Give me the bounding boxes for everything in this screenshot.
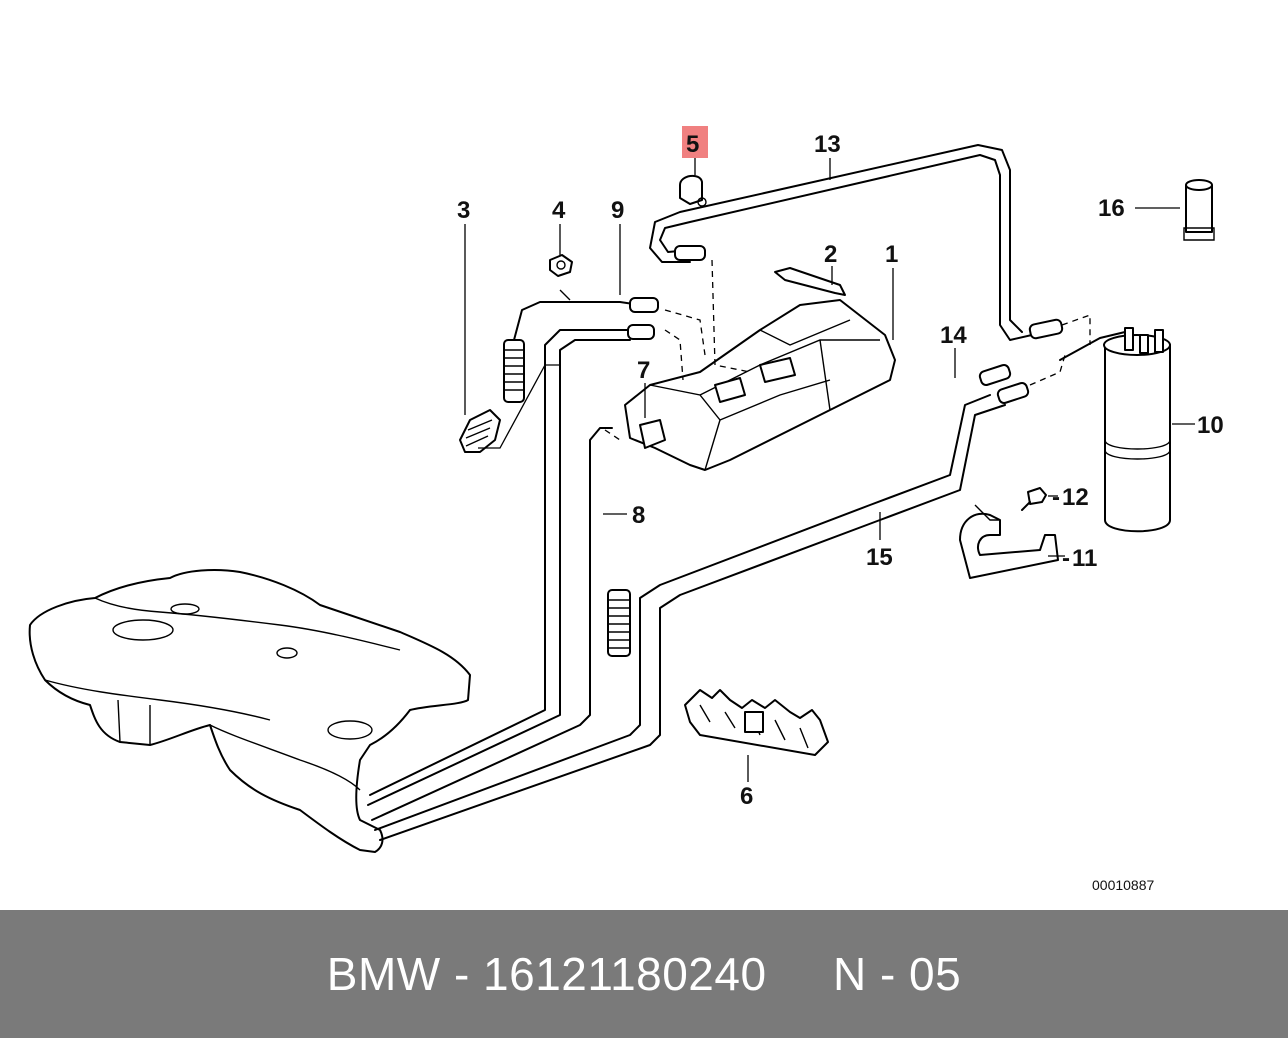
bracket-drawing [774, 267, 846, 296]
callout-dash-11: - [1062, 545, 1070, 572]
callout-dash-12: - [1052, 484, 1060, 511]
highlighted-part-marker [682, 126, 708, 158]
callout-6[interactable]: 6 [740, 783, 753, 810]
callout-3[interactable]: 3 [457, 197, 470, 224]
hose-clip-drawing [679, 174, 707, 207]
line-holder-drawing [684, 689, 829, 756]
part-number-caption: BMW - 16121180240 N - 05 [326, 948, 962, 1000]
nut-drawing [549, 254, 573, 277]
footer-bar: BMW - 16121180240 N - 05 [0, 910, 1288, 1038]
clamp-drawing [459, 409, 501, 453]
fuel-tank-drawing [28, 569, 471, 853]
activated-charcoal-filter-drawing [624, 299, 896, 471]
leader-lines [464, 158, 1195, 782]
sleeve-drawing [1183, 179, 1215, 241]
bolt-drawing [1021, 487, 1047, 511]
mounting-strap-drawing [959, 504, 1059, 579]
assembly-lines [604, 259, 1091, 441]
callout-9[interactable]: 9 [611, 197, 624, 224]
callout-8[interactable]: 8 [632, 502, 645, 529]
callout-10[interactable]: 10 [1197, 412, 1224, 439]
callout-1[interactable]: 1 [885, 241, 898, 268]
callout-13[interactable]: 13 [814, 131, 841, 158]
callout-7[interactable]: 7 [637, 357, 650, 384]
callout-14[interactable]: 14 [940, 322, 967, 349]
callout-5[interactable]: 5 [686, 131, 699, 158]
callout-16[interactable]: 16 [1098, 195, 1125, 222]
filter-canister-drawing [1059, 327, 1171, 533]
callout-2[interactable]: 2 [824, 241, 837, 268]
parts-diagram: 1 2 3 4 5 6 7 8 9 10 11 12 13 14 15 16 -… [28, 126, 1224, 893]
callout-labels: 1 2 3 4 5 6 7 8 9 10 11 12 13 14 15 16 -… [457, 131, 1224, 810]
callout-11[interactable]: 11 [1072, 545, 1097, 572]
fuel-lines-drawing [367, 297, 1030, 841]
callout-4[interactable]: 4 [552, 197, 566, 224]
callout-15[interactable]: 15 [866, 544, 893, 571]
vent-line-drawing [649, 144, 1064, 341]
callout-12[interactable]: 12 [1062, 484, 1089, 511]
drawing-number: 00010887 [1092, 877, 1155, 893]
